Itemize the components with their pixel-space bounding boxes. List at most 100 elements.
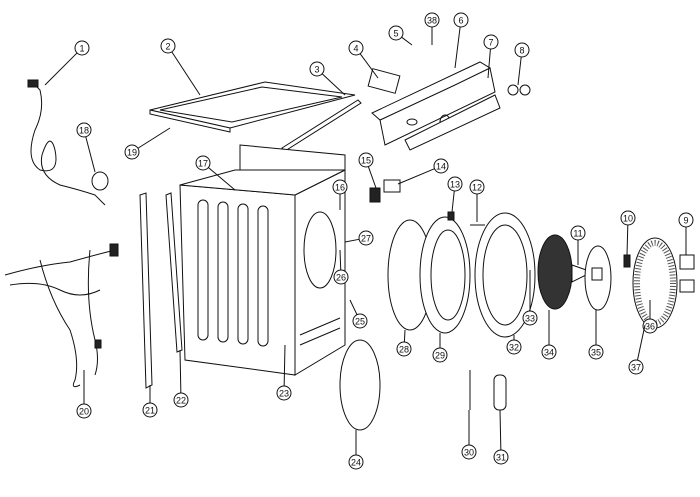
callout-circle — [570, 225, 586, 241]
callout-number: 36 — [645, 322, 655, 332]
ring-part — [91, 171, 109, 191]
callout-18: 18 — [76, 122, 96, 173]
leader-line — [517, 56, 522, 86]
callout-circle — [309, 61, 325, 77]
callout-number: 10 — [623, 214, 633, 224]
leader-line — [401, 36, 413, 46]
callout-number: 1 — [79, 44, 84, 54]
callout-circle — [642, 318, 658, 334]
callout-number: 20 — [79, 407, 89, 417]
callout-number: 15 — [361, 156, 371, 166]
callout-circle — [483, 34, 499, 50]
callout-number: 7 — [488, 38, 493, 48]
leader-line — [171, 51, 201, 96]
leader-line — [359, 53, 379, 79]
callout-circle — [432, 347, 448, 363]
callout-number: 26 — [336, 273, 346, 283]
leader-line — [283, 344, 286, 387]
callout-number: 17 — [198, 159, 208, 169]
callout-number: 4 — [353, 44, 358, 54]
callout-circle — [358, 230, 374, 246]
callout-circle — [142, 402, 158, 418]
callout-number: 34 — [544, 348, 554, 358]
callout-number: 8 — [519, 46, 524, 56]
callout-circle — [195, 155, 211, 171]
callout-15: 15 — [358, 152, 377, 189]
callout-circle — [348, 454, 364, 470]
fan — [571, 264, 594, 283]
callout-8: 8 — [514, 42, 530, 86]
callout-number: 9 — [683, 216, 688, 226]
callout-11: 11 — [570, 225, 586, 265]
callout-circle — [352, 313, 368, 329]
leader-line — [44, 52, 78, 86]
callout-circle — [493, 449, 509, 465]
callout-circle — [396, 341, 412, 357]
callout-34: 34 — [541, 310, 557, 360]
callout-23: 23 — [276, 344, 292, 401]
callout-circle — [522, 310, 538, 326]
callout-28: 28 — [396, 329, 412, 357]
callout-circle — [276, 385, 292, 401]
callout-circle — [514, 42, 530, 58]
callout-circle — [506, 339, 522, 355]
callout-number: 27 — [361, 234, 371, 244]
power-cord — [27, 79, 106, 206]
callout-number: 2 — [165, 42, 170, 52]
callout-circle — [620, 210, 636, 226]
callout-9: 9 — [678, 212, 694, 255]
handle — [493, 374, 507, 411]
leader-line — [636, 324, 646, 361]
callout-circle — [588, 344, 604, 360]
callout-number: 14 — [436, 162, 446, 172]
callout-circle — [160, 38, 176, 54]
callout-circle — [173, 392, 189, 408]
callout-circle — [453, 12, 469, 28]
callout-25: 25 — [349, 299, 368, 329]
callout-38: 38 — [424, 12, 440, 45]
leader-line — [208, 167, 236, 191]
leader-line — [339, 249, 342, 271]
callout-number: 11 — [573, 229, 582, 239]
callout-27: 27 — [344, 230, 374, 246]
callout-circle — [541, 344, 557, 360]
leader-line — [499, 409, 502, 451]
side-rail-left — [139, 192, 153, 389]
callout-2: 2 — [160, 38, 201, 96]
callout-circle — [348, 40, 364, 56]
callout-circle — [332, 179, 348, 195]
leader-line — [454, 26, 461, 69]
filter-mesh — [537, 234, 573, 310]
callout-circle — [74, 40, 90, 56]
front-panel — [474, 212, 536, 338]
side-rail-right — [165, 192, 183, 353]
callout-number: 28 — [399, 345, 409, 355]
callout-number: 13 — [450, 180, 460, 190]
callout-circle — [76, 122, 92, 138]
leader-line — [85, 136, 96, 173]
spring — [623, 254, 631, 268]
hinge — [679, 254, 695, 270]
callout-circle — [678, 212, 694, 228]
callout-36: 36 — [642, 300, 658, 334]
control-board — [367, 68, 401, 94]
leader-line — [321, 73, 346, 96]
callout-number: 22 — [176, 396, 186, 406]
callout-circle — [333, 269, 349, 285]
callout-number: 18 — [79, 126, 89, 136]
callout-3: 3 — [309, 61, 346, 96]
callout-32: 32 — [506, 335, 522, 355]
door-ring — [419, 216, 471, 334]
top-panel — [149, 81, 356, 133]
callout-14: 14 — [397, 158, 449, 185]
callout-number: 38 — [427, 16, 437, 26]
cabinet — [179, 169, 346, 376]
leader-line — [344, 238, 360, 243]
leader-line — [367, 166, 377, 189]
callout-37: 37 — [628, 324, 646, 375]
callout-30: 30 — [461, 410, 477, 460]
callout-circle — [433, 158, 449, 174]
